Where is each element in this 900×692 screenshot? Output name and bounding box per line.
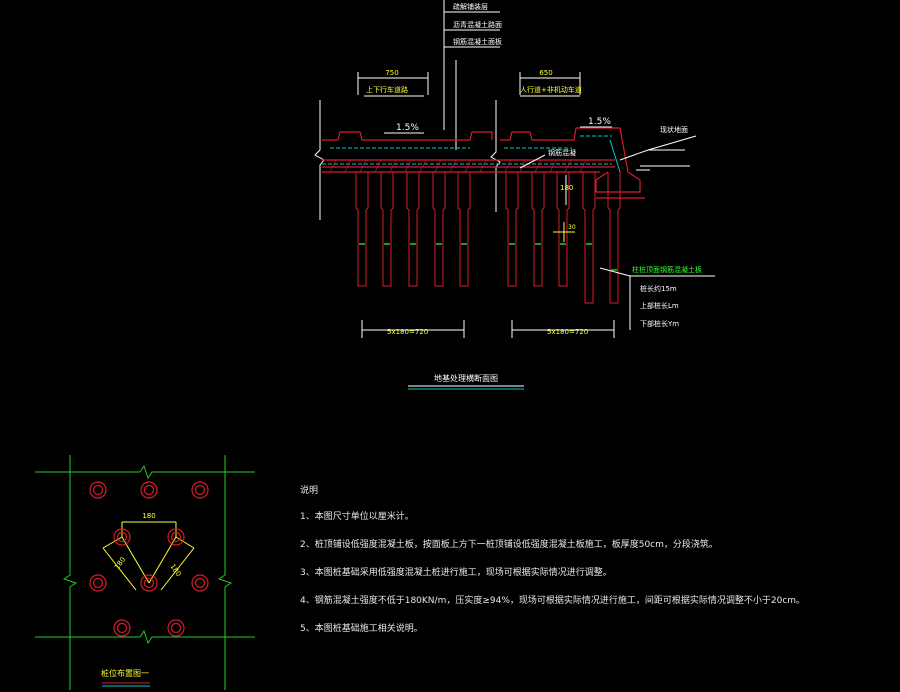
pile-callout-3: 上部桩长Lm <box>640 301 679 310</box>
plan-dim-left: 180 <box>113 556 127 572</box>
plan-pile-circle <box>113 528 131 546</box>
pile-spacing-180: 180 <box>560 184 573 192</box>
plan-grid <box>35 455 255 690</box>
plan-pile-core <box>170 531 182 543</box>
notes-title: 说明 <box>300 486 319 496</box>
callout-text-2: 沥青混凝土路面 <box>453 20 502 29</box>
notes-block: 说明 1、本图尺寸单位以厘米计。 2、桩顶铺设低强度混凝土板，按面板上方下一桩顶… <box>300 485 860 651</box>
plan-title: 桩位布置图一 <box>101 668 149 678</box>
section-pile <box>505 172 519 287</box>
section-pile <box>531 172 545 287</box>
pile-callout-2: 桩长约15m <box>640 284 677 293</box>
note-5: 5、本图桩基础施工相关说明。 <box>300 624 423 634</box>
plan-pile-circle <box>191 481 209 499</box>
callout-text-3: 钢筋混凝土面板 <box>453 37 502 46</box>
pile-callout-1: 柱桩顶面钢筋混凝土板 <box>632 265 702 274</box>
existing-ground-label: 现状地面 <box>660 125 688 134</box>
plan-pile-circle <box>191 574 209 592</box>
plan-pile-circle <box>140 574 158 592</box>
steel-leader <box>519 154 546 169</box>
left-width-dim: 750 <box>385 69 398 77</box>
plan-pile-core <box>194 484 206 496</box>
plan-pile-circle <box>113 619 131 637</box>
section-pile <box>457 172 471 287</box>
slab-hatch <box>329 159 587 173</box>
bottom-left-dim: 5x180=720 <box>387 328 428 336</box>
plan-pile-circle <box>167 619 185 637</box>
pile-callout-4: 下部桩长Ym <box>640 319 679 328</box>
section-pile <box>556 172 570 287</box>
piles <box>355 172 621 304</box>
plan-pile-core <box>143 484 155 496</box>
left-slope: 1.5% <box>396 123 419 133</box>
note-2: 2、桩顶铺设低强度混凝土板，按面板上方下一桩顶铺设低强度混凝土板施工，板厚度50… <box>300 540 718 550</box>
note-4: 4、钢筋混凝土强度不低于180KN/m，压实度≥94%，现场可根据实际情况进行施… <box>300 596 806 606</box>
plan-connectors <box>102 521 195 591</box>
section-pile <box>432 172 446 287</box>
right-slope: 1.5% <box>588 117 611 127</box>
base-layer <box>322 135 612 165</box>
right-width-dim: 650 <box>539 69 552 77</box>
wall-cyan <box>609 139 621 173</box>
section-title: 地基处理横断面图 <box>434 373 498 383</box>
plan-pile-core <box>143 577 155 589</box>
plan-pile-circle <box>89 574 107 592</box>
ground-line <box>619 135 697 171</box>
note-1: 1、本图尺寸单位以厘米计。 <box>300 512 414 522</box>
plan-piles <box>89 481 209 637</box>
note-3: 3、本图桩基础采用低强度混凝土桩进行施工，现场可根据实际情况进行调整。 <box>300 568 612 578</box>
right-lane-label: 人行道+非机动车道 <box>520 85 582 94</box>
section-pile <box>380 172 394 287</box>
plan-dim-top: 180 <box>142 512 155 520</box>
plan-pile-core <box>92 484 104 496</box>
cross-section-view: 疏解铺装层 沥青混凝土路面 钢筋混凝土面板 750 650 上下行车道路 人行道… <box>314 0 715 390</box>
pile-callout-leader <box>599 267 715 330</box>
pile-plan-view: 180 180 180 桩位布置图一 <box>35 455 255 690</box>
bottom-right-dim: 5x180=720 <box>547 328 588 336</box>
slope-arrows <box>384 126 612 134</box>
top-callout <box>443 0 500 150</box>
top-dimensions <box>357 72 581 97</box>
plan-pile-core <box>170 622 182 634</box>
section-pile <box>355 172 369 287</box>
plan-pile-circle <box>89 481 107 499</box>
plan-pile-core <box>116 531 128 543</box>
dim-30: 30 <box>568 224 576 231</box>
section-pile <box>582 172 596 304</box>
plan-pile-circle <box>167 528 185 546</box>
steel-label: 钢筋混凝 <box>548 148 576 157</box>
section-pile <box>406 172 420 287</box>
section-pile <box>607 172 621 304</box>
bottom-dimensions <box>361 320 615 338</box>
plan-pile-core <box>194 577 206 589</box>
plan-pile-circle <box>140 481 158 499</box>
callout-text-1: 疏解铺装层 <box>453 2 488 11</box>
plan-pile-core <box>116 622 128 634</box>
plan-pile-core <box>92 577 104 589</box>
left-lane-label: 上下行车道路 <box>366 85 408 94</box>
crosshair <box>553 222 575 242</box>
